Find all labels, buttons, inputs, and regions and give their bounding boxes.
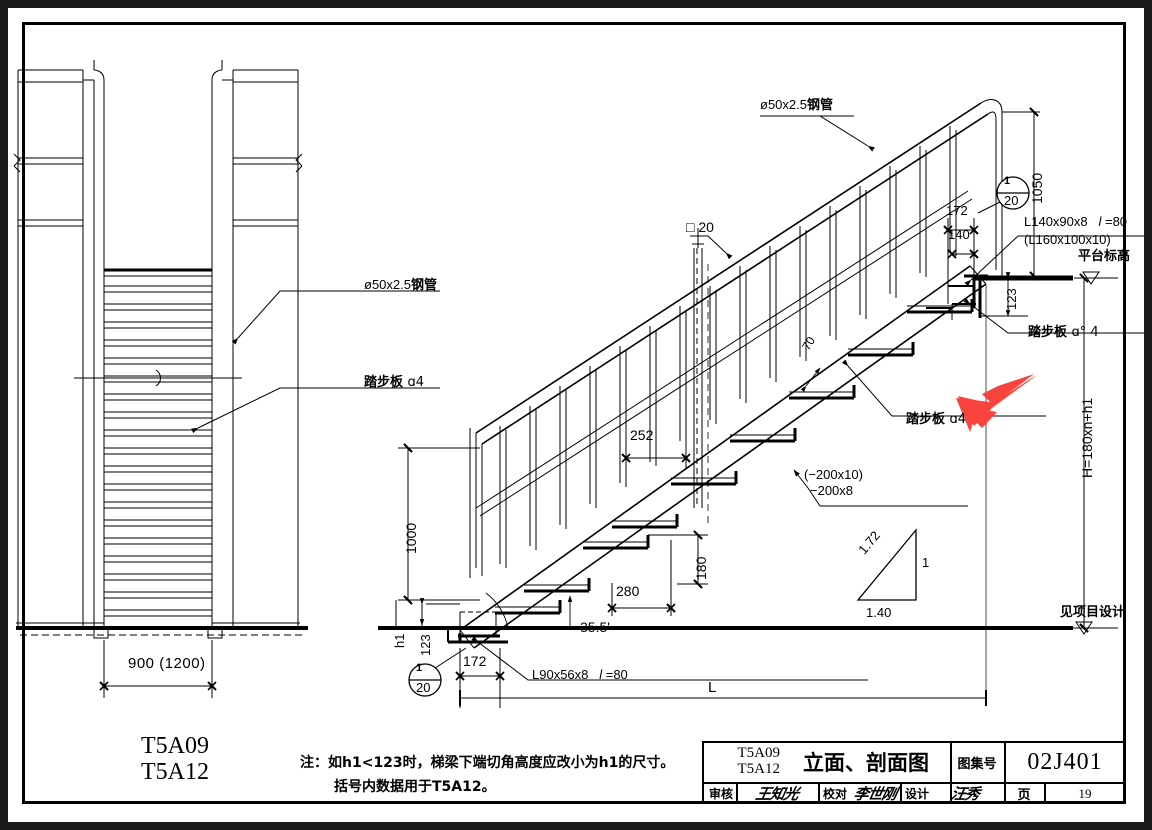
title-block-code-line1: T5A09 [737, 744, 781, 761]
design-signature: 汪秀 [948, 785, 981, 803]
detail-bubble-top-den: 20 [1004, 193, 1019, 208]
title-block: T5A09 T5A12 立面、剖面图 图集号 02J401 审核 王知光 校对 … [702, 741, 1126, 804]
dim-252: 252 [630, 427, 654, 443]
drawing-title: 立面、剖面图 [803, 751, 929, 775]
triangle-base-label: 1.40 [866, 605, 892, 620]
note-code-line2: T5A12 [141, 759, 209, 785]
design-label: 设计 [904, 787, 929, 801]
left-view-width-dimension: 900 (1200) [128, 655, 206, 672]
dim-1050: 1050 [1029, 172, 1045, 204]
square-bar-label: □ 20 [686, 219, 714, 235]
section-tread-label-top: 踏步板 ɑ° 4 [1028, 325, 1099, 340]
technical-drawing-canvas [13, 60, 1144, 708]
dim-172-bottom: 172 [463, 653, 487, 669]
detail-bubble-bottom-den: 20 [416, 680, 431, 695]
atlas-label: 图集号 [957, 756, 997, 772]
title-block-code-line2: T5A12 [737, 760, 781, 777]
angle-top-bracket-label: (L160x100x10) [1024, 232, 1111, 247]
section-tread-label: 踏步板 ɑ4 [906, 412, 967, 427]
angle-top-label: L140x90x8 l =80 [1024, 214, 1128, 229]
dim-1000: 1000 [403, 522, 419, 554]
annotation-arrow [956, 374, 1038, 432]
dim-L: L [708, 679, 717, 696]
note-code-line1: T5A09 [141, 733, 209, 759]
project-design-label: 见项目设计 [1060, 605, 1126, 620]
stringer-label-bracket: (−200x10) [804, 467, 863, 482]
review-label: 审核 [708, 787, 733, 801]
dim-172-top: 172 [946, 203, 968, 218]
dim-H: H=180xn+h1 [1079, 397, 1095, 478]
detail-bubble-top-num: 1 [1004, 175, 1011, 187]
left-view-tread-label: 踏步板 ɑ4 [364, 375, 425, 390]
dim-h1: h1 [392, 633, 407, 648]
dim-280: 280 [616, 583, 640, 599]
page-number: 19 [1078, 785, 1092, 801]
note-line1: 注：如h1<123时，梯梁下端切角高度应改小为h1的尺寸。 [300, 755, 675, 771]
triangle-vertical-label: 1 [922, 555, 930, 570]
check-signature: 李世刚 [851, 785, 898, 803]
page-label: 页 [1017, 788, 1031, 803]
dim-123-bottom: 123 [418, 634, 433, 656]
dim-123-top: 123 [1004, 288, 1019, 310]
platform-level-label: 平台标高 [1078, 249, 1131, 264]
stringer-label-main: −200x8 [810, 483, 854, 498]
drawing-sheet: ø50x2.5钢管 踏步板 ɑ4 900 (1200) ø50x2.5钢管 □ … [8, 8, 1144, 822]
detail-bubble-bottom-num: 1 [416, 662, 423, 674]
atlas-number: 02J401 [1027, 748, 1103, 775]
dim-140: 140 [948, 227, 970, 242]
note-line2: 括号内数据用于T5A12。 [334, 779, 496, 795]
left-view-pipe-label: ø50x2.5钢管 [364, 277, 437, 293]
angle-bottom-label: L90x56x8 l =80 [532, 667, 628, 682]
check-label: 校对 [822, 787, 847, 801]
section-pipe-label: ø50x2.5钢管 [760, 97, 833, 113]
slope-angle-label: 35.5' [580, 619, 610, 635]
review-signature: 王知光 [753, 785, 800, 803]
dim-180: 180 [693, 556, 709, 580]
sheet-border [22, 22, 1126, 804]
